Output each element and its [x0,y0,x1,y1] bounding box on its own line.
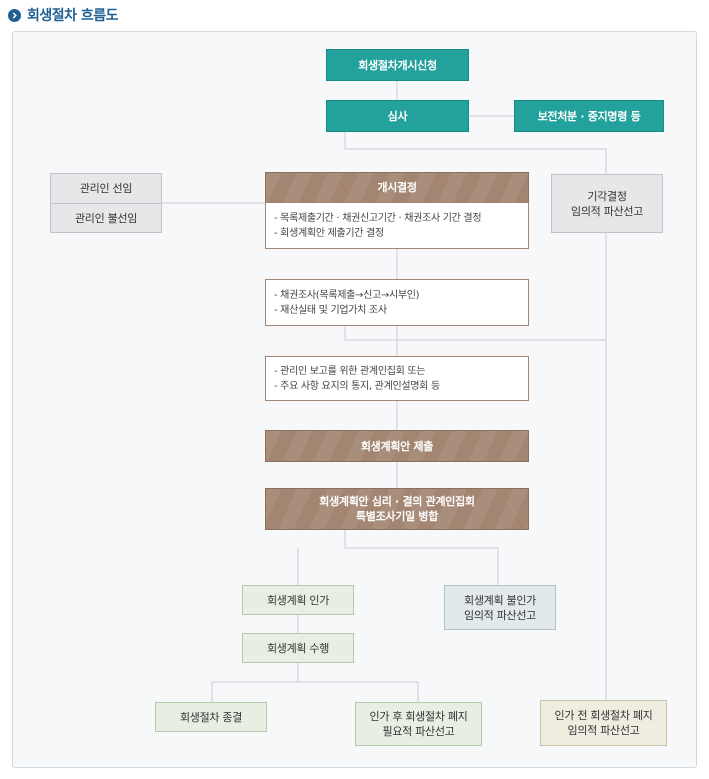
node-label: 인가 전 회생절차 폐지 [554,709,653,722]
commence-decision-notes: - 목록제출기간 · 채권신고기간 · 채권조사 기간 결정 - 회생계획안 제… [265,202,529,249]
node-label: 특별조사기일 병합 [355,510,439,523]
node-label: 심사 [387,109,408,123]
trustee-selection-node: 관리인 선임 관리인 불선임 [50,173,162,233]
node-label: 회생계획 인가 [266,593,330,607]
abolition-before-approval-node: 인가 전 회생절차 폐지 임의적 파산선고 [540,700,667,746]
note-line: - 재산실태 및 기업가치 조사 [274,304,387,316]
node-label: 필요적 파산선고 [382,725,455,738]
note-line: - 주요 사항 요지의 통지, 관계인설명회 등 [274,380,440,392]
investigation-notes: - 채권조사(목록제출→신고→시부인) - 재산실태 및 기업가치 조사 [265,279,529,326]
abolition-after-approval-node: 인가 후 회생절차 폐지 필요적 파산선고 [355,702,482,746]
procedure-end-node: 회생절차 종결 [155,702,267,732]
note-line: - 채권조사(목록제출→신고→시부인) [274,289,420,301]
node-label: 회생절차 종결 [179,710,243,724]
node-label: 임의적 파산선고 [567,724,640,737]
node-label: 보전처분 · 중지명령 등 [537,109,641,123]
node-label: 개시결정 [377,181,417,194]
node-label: 회생계획 불인가 [464,593,536,607]
preservation-node: 보전처분 · 중지명령 등 [514,100,664,132]
plan-submission-node: 회생계획안 제출 [265,430,529,462]
page-title: 회생절차 흐름도 [8,4,119,26]
trustee-appoint-label: 관리인 선임 [79,182,133,195]
plan-approval-node: 회생계획 인가 [242,585,354,615]
review-node: 심사 [326,100,469,132]
dismissal-node: 기각결정 임의적 파산선고 [551,174,663,233]
note-line: - 회생계획안 제출기간 결정 [274,227,384,239]
node-label: 인가 후 회생절차 폐지 [369,710,468,723]
plan-deliberation-node: 회생계획안 심리 · 결의 관계인집회 특별조사기일 병합 [265,488,529,530]
node-label: 회생계획안 심리 · 결의 관계인집회 [319,495,475,508]
node-label: 임의적 파산선고 [571,204,643,218]
commence-decision-node: 개시결정 [265,172,529,203]
node-label: 임의적 파산선고 [464,608,536,622]
chevron-right-icon [8,8,21,22]
commence-application-node: 회생절차개시신청 [326,49,469,81]
node-label: 회생계획 수행 [266,641,330,655]
plan-execution-node: 회생계획 수행 [242,633,354,663]
node-label: 회생계획안 제출 [360,439,434,453]
node-label: 기각결정 [587,189,627,203]
note-line: - 목록제출기간 · 채권신고기간 · 채권조사 기간 결정 [274,212,482,224]
node-label: 회생절차개시신청 [358,58,437,72]
trustee-nonappoint-label: 관리인 불선임 [74,212,138,225]
page-title-text: 회생절차 흐름도 [27,8,119,24]
note-line: - 관리인 보고를 위한 관계인집회 또는 [274,365,426,377]
plan-rejection-node: 회생계획 불인가 임의적 파산선고 [444,585,556,630]
meeting-notes: - 관리인 보고를 위한 관계인집회 또는 - 주요 사항 요지의 통지, 관계… [265,356,529,401]
